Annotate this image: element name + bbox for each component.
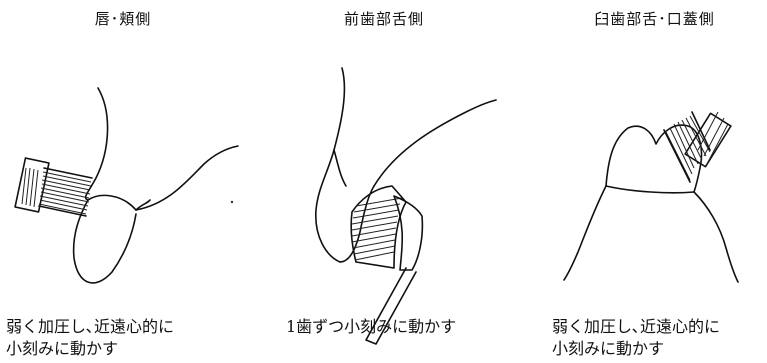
molar-outline (563, 124, 739, 283)
labial-brushing-illustration (14, 87, 239, 284)
anterior-lingual-illustration (315, 67, 497, 345)
panel-heading: 前歯部舌側 (343, 10, 424, 28)
toothbrush-head (14, 157, 93, 217)
panel-caption: 1歯ずつ小刻みに動かす (286, 317, 457, 336)
panel-caption: 弱く加圧し､近遠心的に 小刻みに動かす (552, 317, 721, 358)
tooth-outline (72, 87, 239, 284)
tooth-outline (315, 67, 497, 263)
molar-lingual-illustration (563, 111, 739, 283)
toothbrush (350, 185, 424, 345)
speck-mark (230, 200, 234, 204)
panel-labial-buccal: 唇･頬側 弱く加圧し､近遠心的に 小刻みに動かす (0, 0, 256, 363)
panel-caption: 弱く加圧し､近遠心的に 小刻みに動かす (6, 317, 175, 358)
toothbrush-head (663, 111, 732, 183)
panel-heading: 唇･頬側 (94, 10, 152, 28)
panel-molar-lingual-palatal: 臼歯部舌･口蓋側 弱く加圧し､近遠心的に 小刻みに動かす (512, 0, 767, 363)
panel-heading: 臼歯部舌･口蓋側 (594, 10, 715, 28)
panel-anterior-lingual: 前歯部舌側 1歯ずつ小刻みに動かす (256, 0, 512, 363)
